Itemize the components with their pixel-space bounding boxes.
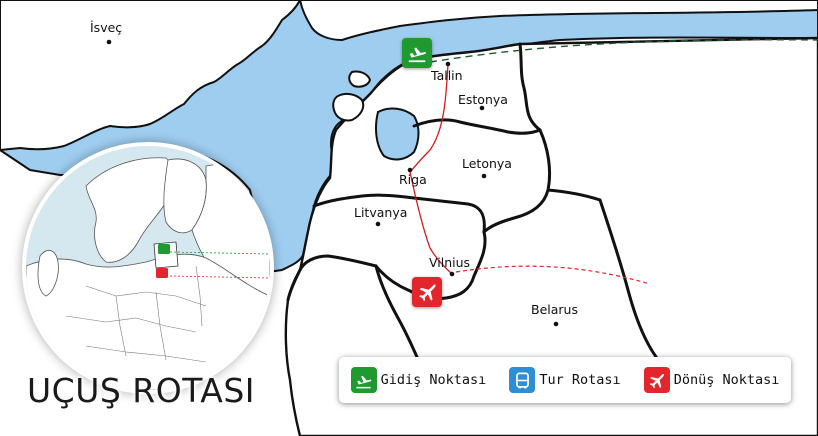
legend-item-departure: Gidiş Noktası — [350, 367, 487, 393]
return-flight-path — [455, 265, 651, 285]
legend-item-tour: Tur Rotası — [509, 367, 621, 393]
city-dot-litvanya — [375, 221, 381, 227]
inset-departure-marker — [158, 244, 170, 254]
city-label-estonya: Estonya — [458, 92, 508, 107]
map-title: UÇUŞ ROTASI — [27, 371, 256, 410]
legend-label-departure: Gidiş Noktası — [380, 372, 487, 388]
city-label-belarus: Belarus — [531, 302, 578, 317]
city-label-isvec: İsveç — [90, 20, 123, 35]
city-label-letonya: Letonya — [462, 156, 512, 171]
city-label-litvanya: Litvanya — [354, 205, 408, 220]
legend: Gidiş Noktası Tur Rotası Dönüş Noktası — [339, 357, 791, 403]
city-dots — [106, 39, 559, 327]
inset-map-graphic — [26, 146, 270, 390]
city-dot-vilnius — [449, 271, 455, 277]
plane-icon — [419, 284, 436, 302]
city-label-vilnius: Vilnius — [429, 255, 471, 270]
inset-return-marker — [156, 268, 168, 278]
plane-takeoff-icon — [350, 367, 377, 393]
city-label-riga: Riga — [399, 172, 427, 187]
legend-item-return: Dönüş Noktası — [643, 367, 780, 393]
country-borders — [286, 42, 662, 377]
departure-marker[interactable] — [402, 38, 432, 68]
sweden-land — [0, 0, 302, 152]
finland-land — [298, 0, 818, 42]
inset-europe-map — [26, 146, 270, 390]
legend-label-return: Dönüş Noktası — [673, 372, 780, 388]
plane-takeoff-icon — [408, 47, 427, 63]
city-dot-letonya — [481, 173, 487, 179]
city-dot-isvec — [106, 39, 112, 45]
city-dot-belarus — [553, 321, 559, 327]
gulf-of-riga — [375, 107, 420, 161]
city-dot-estonya — [479, 105, 485, 111]
legend-label-tour: Tur Rotası — [539, 372, 621, 388]
bus-icon — [509, 367, 536, 393]
return-marker[interactable] — [412, 277, 442, 307]
city-label-tallin: Tallin — [431, 68, 463, 83]
saaremaa-island — [332, 92, 365, 122]
hiiumaa-island — [348, 70, 372, 88]
departure-flight-path — [429, 39, 818, 63]
city-dot-tallin — [445, 61, 451, 67]
city-dot-riga — [407, 167, 413, 173]
plane-icon — [643, 367, 670, 393]
